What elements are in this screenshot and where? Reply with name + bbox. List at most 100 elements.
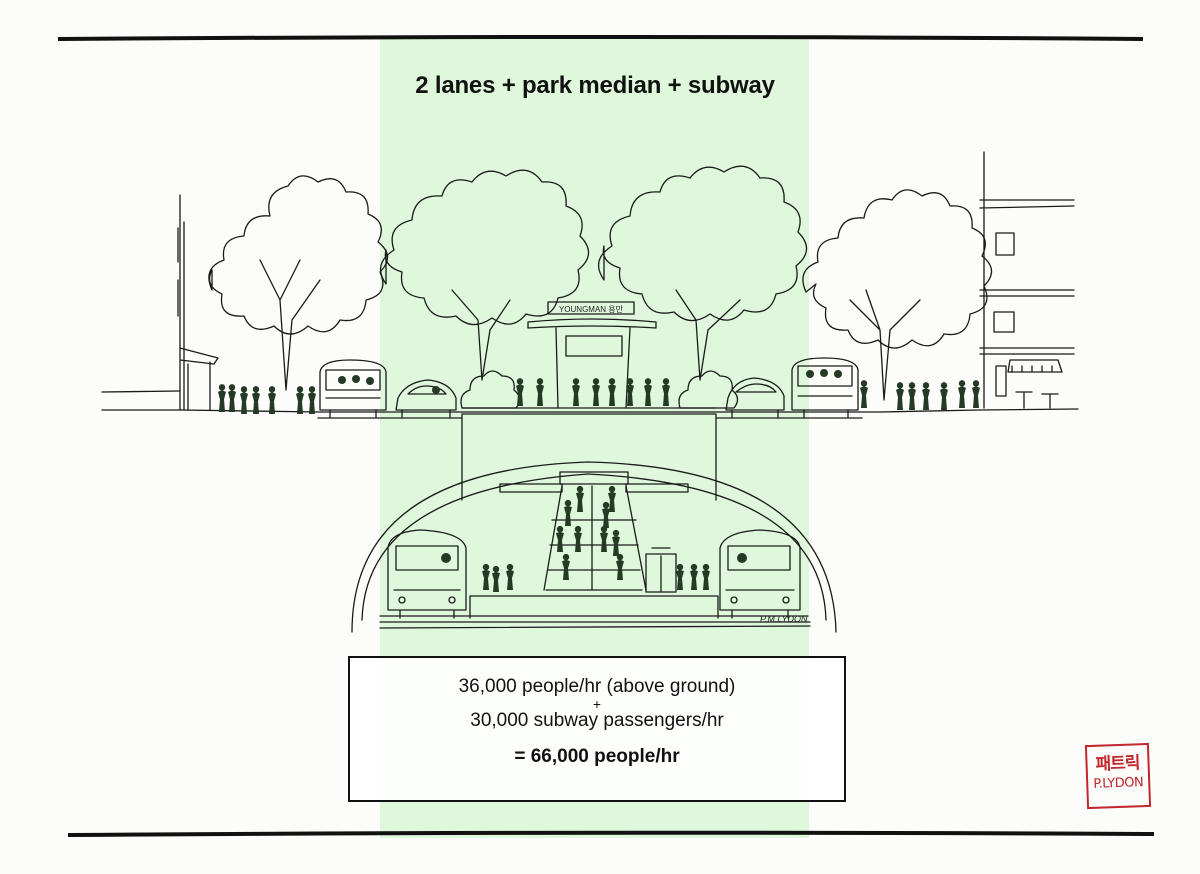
person-head: [240, 386, 248, 393]
person-head: [574, 525, 582, 533]
person-head: [616, 553, 624, 561]
person-head: [702, 563, 710, 571]
person-head: [296, 386, 304, 393]
person-head: [228, 384, 236, 391]
escalator-icon: [499, 471, 689, 591]
person-icon: [252, 392, 260, 414]
person-head: [940, 382, 948, 389]
person-head: [564, 499, 572, 507]
person-head: [958, 380, 966, 387]
bus-left-icon: [319, 359, 387, 419]
person-head: [556, 525, 564, 533]
artist-stamp: 패트릭 P.LYDON: [1084, 742, 1152, 810]
person-head: [516, 378, 524, 385]
person-icon: [600, 531, 608, 552]
person-head: [482, 563, 490, 571]
person-icon: [592, 384, 600, 406]
person-head: [922, 382, 930, 389]
right-building-icon: [979, 151, 1075, 409]
artist-signature: P.M.LYDON: [760, 614, 808, 624]
person-icon: [608, 384, 616, 406]
tree-canopy-mid-right-icon: [597, 165, 808, 322]
person-head: [252, 386, 260, 393]
person-icon: [536, 384, 544, 406]
bottom-frame-line: [67, 830, 1155, 837]
person-icon: [296, 392, 304, 414]
person-icon: [908, 388, 916, 410]
person-head: [644, 378, 652, 385]
stamp-korean: 패트릭: [1095, 753, 1140, 775]
car-left-icon: [395, 379, 457, 419]
person-icon: [644, 384, 652, 406]
person-icon: [308, 392, 316, 414]
vehicle-passengers: [338, 369, 842, 563]
person-head: [506, 563, 514, 571]
person-icon: [662, 384, 670, 406]
person-head: [608, 378, 616, 385]
person-icon: [562, 559, 570, 580]
person-icon: [574, 531, 582, 552]
capacity-summary-box: 36,000 people/hr (above ground) + 30,000…: [348, 656, 846, 802]
person-head: [676, 563, 684, 571]
person-head: [860, 380, 868, 387]
elevator-icon: [645, 547, 677, 593]
subway-capacity: 30,000 subway passengers/hr: [470, 710, 724, 731]
total-capacity: = 66,000 people/hr: [514, 746, 680, 767]
person-head: [572, 378, 580, 385]
person-head: [972, 380, 980, 387]
tree-canopy-far-left-icon: [208, 175, 389, 335]
above-ground-capacity: 36,000 people/hr (above ground): [458, 676, 736, 697]
person-head: [592, 378, 600, 385]
person-icon: [218, 390, 226, 412]
person-icon: [268, 392, 276, 414]
person-icon: [626, 384, 634, 406]
person-icon: [564, 505, 572, 526]
top-frame-line: [57, 35, 1144, 41]
person-icon: [940, 388, 948, 410]
car-right-icon: [725, 377, 785, 419]
person-head: [562, 553, 570, 561]
shrub-right-icon: [678, 370, 739, 409]
plus-sign: +: [592, 696, 602, 712]
person-icon: [240, 392, 248, 414]
person-icon: [482, 569, 490, 590]
person-icon: [896, 388, 904, 410]
person-icon: [228, 390, 236, 412]
station-entrance-icon: [527, 301, 657, 409]
shrub-left-icon: [460, 370, 521, 409]
person-head: [608, 485, 616, 493]
subway-train-left-icon: [387, 529, 467, 619]
tree-canopy-mid-left-icon: [379, 169, 590, 326]
person-head: [536, 378, 544, 385]
person-icon: [602, 507, 610, 528]
subway-train-right-icon: [719, 529, 801, 619]
tree-canopy-far-right-icon: [802, 189, 993, 349]
person-head: [602, 501, 610, 509]
person-icon: [616, 559, 624, 580]
left-building-icon: [177, 194, 219, 411]
person-head: [218, 384, 226, 391]
cafe-tables-icon: [1015, 391, 1059, 409]
person-icon: [556, 531, 564, 552]
person-icon: [608, 491, 616, 512]
bus-right-icon: [791, 357, 859, 419]
person-icon: [958, 386, 966, 408]
person-head: [268, 386, 276, 393]
person-icon: [492, 571, 500, 592]
person-icon: [922, 388, 930, 410]
person-head: [908, 382, 916, 389]
person-head: [492, 565, 500, 573]
median-platform: [461, 407, 717, 501]
person-icon: [572, 384, 580, 406]
person-head: [896, 382, 904, 389]
person-icon: [690, 569, 698, 590]
person-icon: [676, 569, 684, 590]
person-icon: [972, 386, 980, 408]
person-icon: [860, 386, 868, 408]
station-sign-text: YOUNGMAN 용만: [559, 305, 624, 314]
stamp-latin: P.LYDON: [1093, 775, 1144, 792]
person-icon: [612, 535, 620, 556]
person-head: [600, 525, 608, 533]
person-head: [662, 378, 670, 385]
person-icon: [506, 569, 514, 590]
